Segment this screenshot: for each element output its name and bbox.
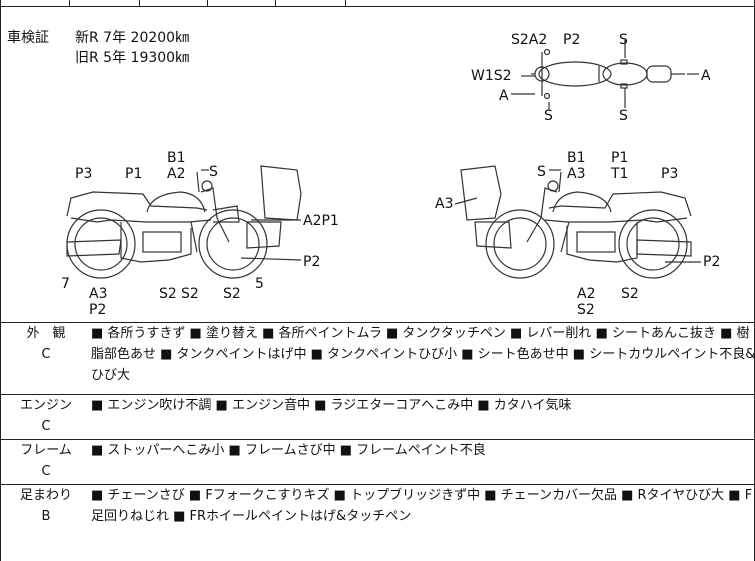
top-cell-divider [345, 0, 346, 6]
label-right-s: S [537, 164, 546, 180]
label-left-a2p1: A2P1 [303, 213, 339, 229]
category-name: フレーム [20, 443, 72, 458]
damage-diagram: S2A2 P2 S W1S2 A A S S B1 S A2 P3 P1 A2P… [61, 32, 720, 318]
category-grade: C [41, 419, 51, 434]
condition-table: 外 観 C ■ 各所うすきず ■ 塗り替え ■ 各所ペイントムラ ■ タンクタッ… [1, 322, 755, 553]
table-row: フレーム C ■ ストッパーへこみ小 ■ フレームさび中 ■ フレームペイント不… [1, 439, 755, 485]
label-top-s-bottom-1: S [544, 108, 553, 124]
registration-new: 新R 7年 20200㎞ [75, 30, 190, 46]
label-left-p3: P3 [75, 166, 92, 182]
diagram-labels: S2A2 P2 S W1S2 A A S S B1 S A2 P3 P1 A2P… [61, 32, 720, 318]
label-right-a3-left: A3 [435, 196, 453, 212]
motorcycle-left-view [66, 165, 302, 279]
top-cell-divider [207, 0, 208, 6]
top-cell-divider [69, 0, 70, 6]
label-top-s: S [619, 32, 628, 48]
category-cell: 外 観 C [1, 322, 91, 395]
category-name: 足まわり [19, 488, 72, 503]
label-right-p1: P1 [611, 150, 628, 166]
top-cell-divider [139, 0, 140, 6]
condition-notes: ■ チェーンさび ■ Fフォークこすりキズ ■ トップブリッジきず中 ■ チェー… [91, 484, 755, 553]
category-cell: エンジン C [1, 394, 91, 440]
registration-old: 旧R 5年 19300㎞ [75, 50, 190, 66]
label-right-a2: A2 [577, 286, 595, 302]
top-table-edge [1, 0, 755, 10]
motorcycle-right-view [460, 165, 692, 279]
label-left-b1: B1 [167, 150, 186, 166]
category-grade: C [41, 464, 51, 479]
label-top-a-left: A [499, 88, 509, 104]
motorcycle-top-view [531, 48, 685, 100]
label-left-p2-bottom: P2 [89, 302, 106, 318]
label-left-5: 5 [255, 276, 264, 292]
label-left-7: 7 [61, 276, 70, 292]
label-left-s2-a: S2 [159, 286, 177, 302]
label-left-a2: A2 [167, 166, 185, 182]
label-top-w1s2: W1S2 [471, 68, 512, 84]
label-top-s-bottom-2: S [619, 108, 628, 124]
top-divider-line [1, 6, 755, 7]
label-left-s2-b: S2 [181, 286, 199, 302]
label-right-b1: B1 [567, 150, 586, 166]
registration-label: 車検証 [7, 30, 49, 46]
label-right-p2: P2 [703, 254, 720, 270]
label-right-s2-b: S2 [621, 286, 639, 302]
annotation-leaders [201, 40, 701, 263]
label-right-p3: P3 [661, 166, 678, 182]
label-left-s: S [209, 164, 218, 180]
condition-notes: ■ 各所うすきず ■ 塗り替え ■ 各所ペイントムラ ■ タンクタッチペン ■ … [91, 322, 755, 395]
category-cell: フレーム C [1, 439, 91, 485]
category-cell: 足まわり B [1, 484, 91, 553]
label-right-s2-a: S2 [577, 302, 595, 318]
condition-notes: ■ エンジン吹け不調 ■ エンジン音中 ■ ラジエターコアへこみ中 ■ カタハイ… [91, 394, 755, 440]
category-grade: C [41, 347, 51, 362]
condition-notes: ■ ストッパーへこみ小 ■ フレームさび中 ■ フレームペイント不良 [91, 439, 755, 485]
top-cell-divider [275, 0, 276, 6]
label-left-p1: P1 [125, 166, 142, 182]
label-left-p2: P2 [303, 254, 320, 270]
table-row: エンジン C ■ エンジン吹け不調 ■ エンジン音中 ■ ラジエターコアへこみ中… [1, 394, 755, 440]
label-right-t1: T1 [610, 166, 628, 182]
category-name: エンジン [19, 398, 72, 413]
category-name: 外 観 [26, 326, 66, 341]
label-top-s2a2: S2A2 [511, 32, 547, 48]
label-right-a3: A3 [567, 166, 585, 182]
label-top-p2: P2 [563, 32, 580, 48]
label-top-a-right: A [701, 68, 711, 84]
table-row: 外 観 C ■ 各所うすきず ■ 塗り替え ■ 各所ペイントムラ ■ タンクタッ… [1, 322, 755, 395]
table-row: 足まわり B ■ チェーンさび ■ Fフォークこすりキズ ■ トップブリッジきず… [1, 484, 755, 553]
category-grade: B [41, 509, 51, 524]
label-left-a3: A3 [89, 286, 107, 302]
label-left-s2-c: S2 [223, 286, 241, 302]
